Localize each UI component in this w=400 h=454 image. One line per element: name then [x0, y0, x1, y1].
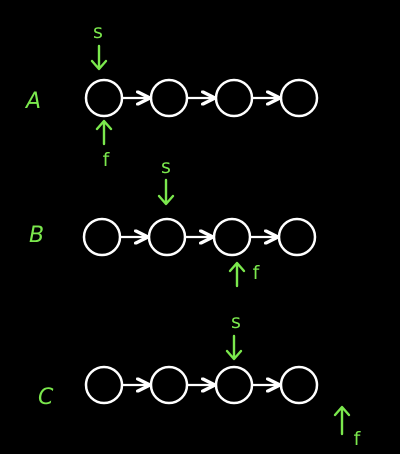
row-c-node-3 — [214, 365, 254, 405]
row-a-node-1 — [84, 78, 124, 118]
row-b: B s f — [29, 156, 317, 288]
row-c-slow-pointer: s — [225, 311, 243, 361]
row-c-fast-pointer: f — [333, 405, 362, 450]
row-b-slow-pointer: s — [157, 156, 175, 206]
row-b-node-2 — [147, 217, 187, 257]
row-a-fast-pointer: f — [95, 119, 113, 171]
row-label-b: B — [29, 223, 44, 248]
row-a-slow-label: s — [93, 21, 103, 43]
row-a-node-4 — [279, 78, 319, 118]
row-b-nodes — [82, 217, 317, 257]
row-a-node-3 — [214, 78, 254, 118]
row-b-node-3 — [212, 217, 252, 257]
row-b-node-4 — [277, 217, 317, 257]
row-b-fast-pointer: f — [228, 261, 261, 288]
row-c-node-2 — [149, 365, 189, 405]
row-c-slow-arrow — [225, 334, 243, 361]
row-c-node-4 — [279, 365, 319, 405]
row-c-node-1 — [84, 365, 124, 405]
row-label-c: C — [38, 385, 54, 410]
row-c: C s f — [38, 311, 362, 450]
row-b-slow-label: s — [161, 156, 171, 178]
row-a-fast-arrow — [95, 119, 113, 146]
row-b-fast-label: f — [253, 262, 261, 284]
row-b-slow-arrow — [157, 178, 175, 206]
row-a-slow-arrow — [90, 44, 108, 71]
row-b-node-1 — [82, 217, 122, 257]
row-c-fast-label: f — [354, 428, 362, 450]
row-c-slow-label: s — [231, 311, 241, 333]
row-b-fast-arrow — [228, 261, 246, 288]
row-c-fast-arrow — [333, 405, 351, 436]
row-label-a: A — [24, 89, 41, 114]
row-a-slow-pointer: s — [90, 21, 108, 71]
row-a-nodes — [84, 78, 319, 118]
row-c-nodes — [84, 365, 319, 405]
row-a-fast-label: f — [103, 149, 111, 171]
row-a-node-2 — [149, 78, 189, 118]
row-a: A s f — [24, 21, 319, 171]
